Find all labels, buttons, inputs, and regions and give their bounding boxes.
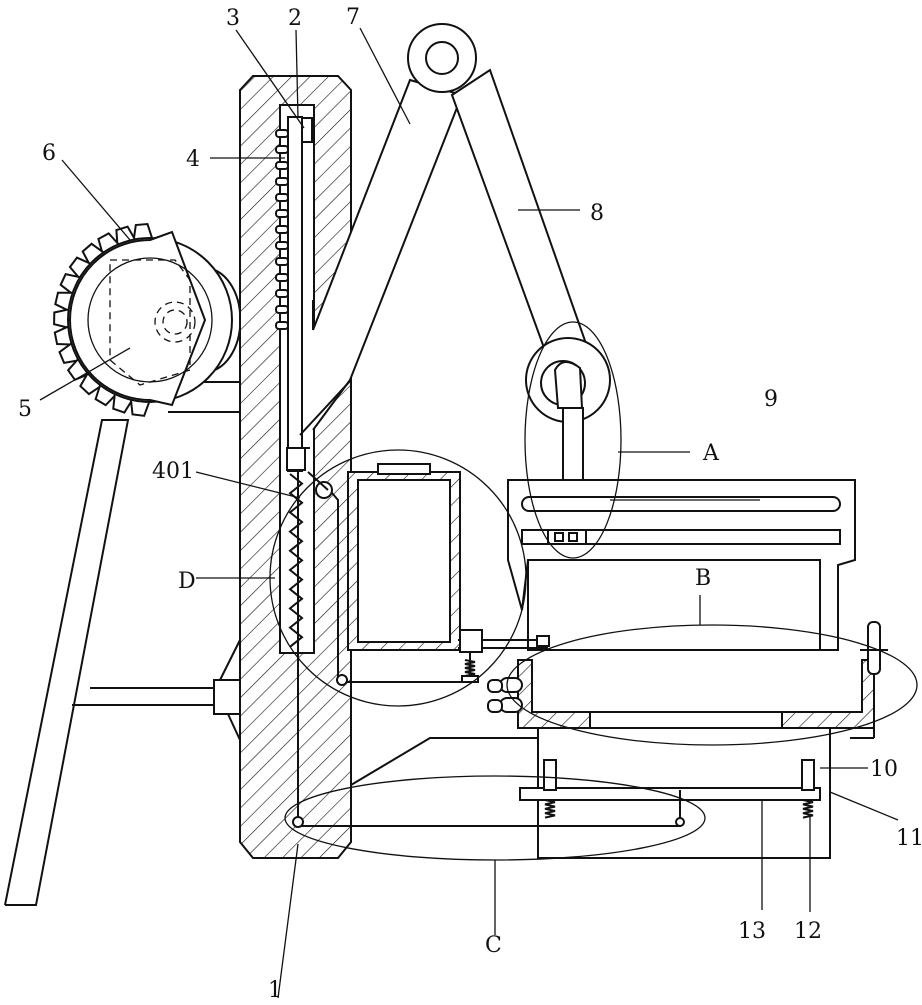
rack-tooth (275, 241, 289, 250)
springs (464, 659, 814, 819)
label-6: 6 (42, 141, 56, 166)
label-13: 13 (738, 919, 766, 944)
label-401: 401 (152, 459, 194, 484)
label-10: 10 (870, 757, 898, 782)
label-8: 8 (590, 201, 604, 226)
label-12: 12 (794, 919, 822, 944)
rack-tooth (275, 177, 289, 186)
label-2: 2 (288, 6, 302, 31)
tray (487, 621, 888, 739)
support-frame (4, 381, 241, 906)
rack-tooth (275, 209, 289, 218)
leader-lines (39, 27, 899, 999)
rack-tooth (275, 305, 289, 314)
detail-ellipses (269, 321, 918, 861)
label-D: D (178, 569, 196, 594)
label-11: 11 (896, 826, 922, 851)
label-C: C (485, 933, 502, 958)
rack-tooth (275, 289, 289, 298)
rack-tooth (275, 257, 289, 266)
rack-tooth (275, 273, 289, 282)
valve-spring (464, 659, 476, 677)
rack-tooth (275, 161, 289, 170)
label-4: 4 (186, 147, 200, 172)
spring-coil (288, 473, 304, 648)
rack-tooth (275, 321, 289, 330)
rack-tooth (275, 129, 289, 138)
housing (507, 479, 856, 651)
label-A: A (702, 441, 720, 466)
label-1: 1 (268, 978, 282, 1000)
rack-tooth (275, 225, 289, 234)
container (347, 463, 550, 683)
label-7: 7 (346, 5, 360, 30)
spring-401 (288, 473, 304, 648)
spring-12 (802, 799, 814, 819)
base (350, 659, 831, 859)
spring-12 (544, 799, 556, 819)
label-9: 9 (764, 387, 778, 412)
part-labels: 1 2 3 4 5 6 7 8 9 10 11 12 13 401 A B C … (18, 5, 922, 1003)
rack-teeth (275, 129, 289, 330)
gear-assembly (53, 222, 242, 417)
label-B: B (695, 566, 711, 591)
rack-tooth (275, 193, 289, 202)
rack-tooth (275, 145, 289, 154)
cable (292, 470, 685, 828)
label-5: 5 (18, 397, 32, 422)
label-3: 3 (226, 6, 240, 31)
